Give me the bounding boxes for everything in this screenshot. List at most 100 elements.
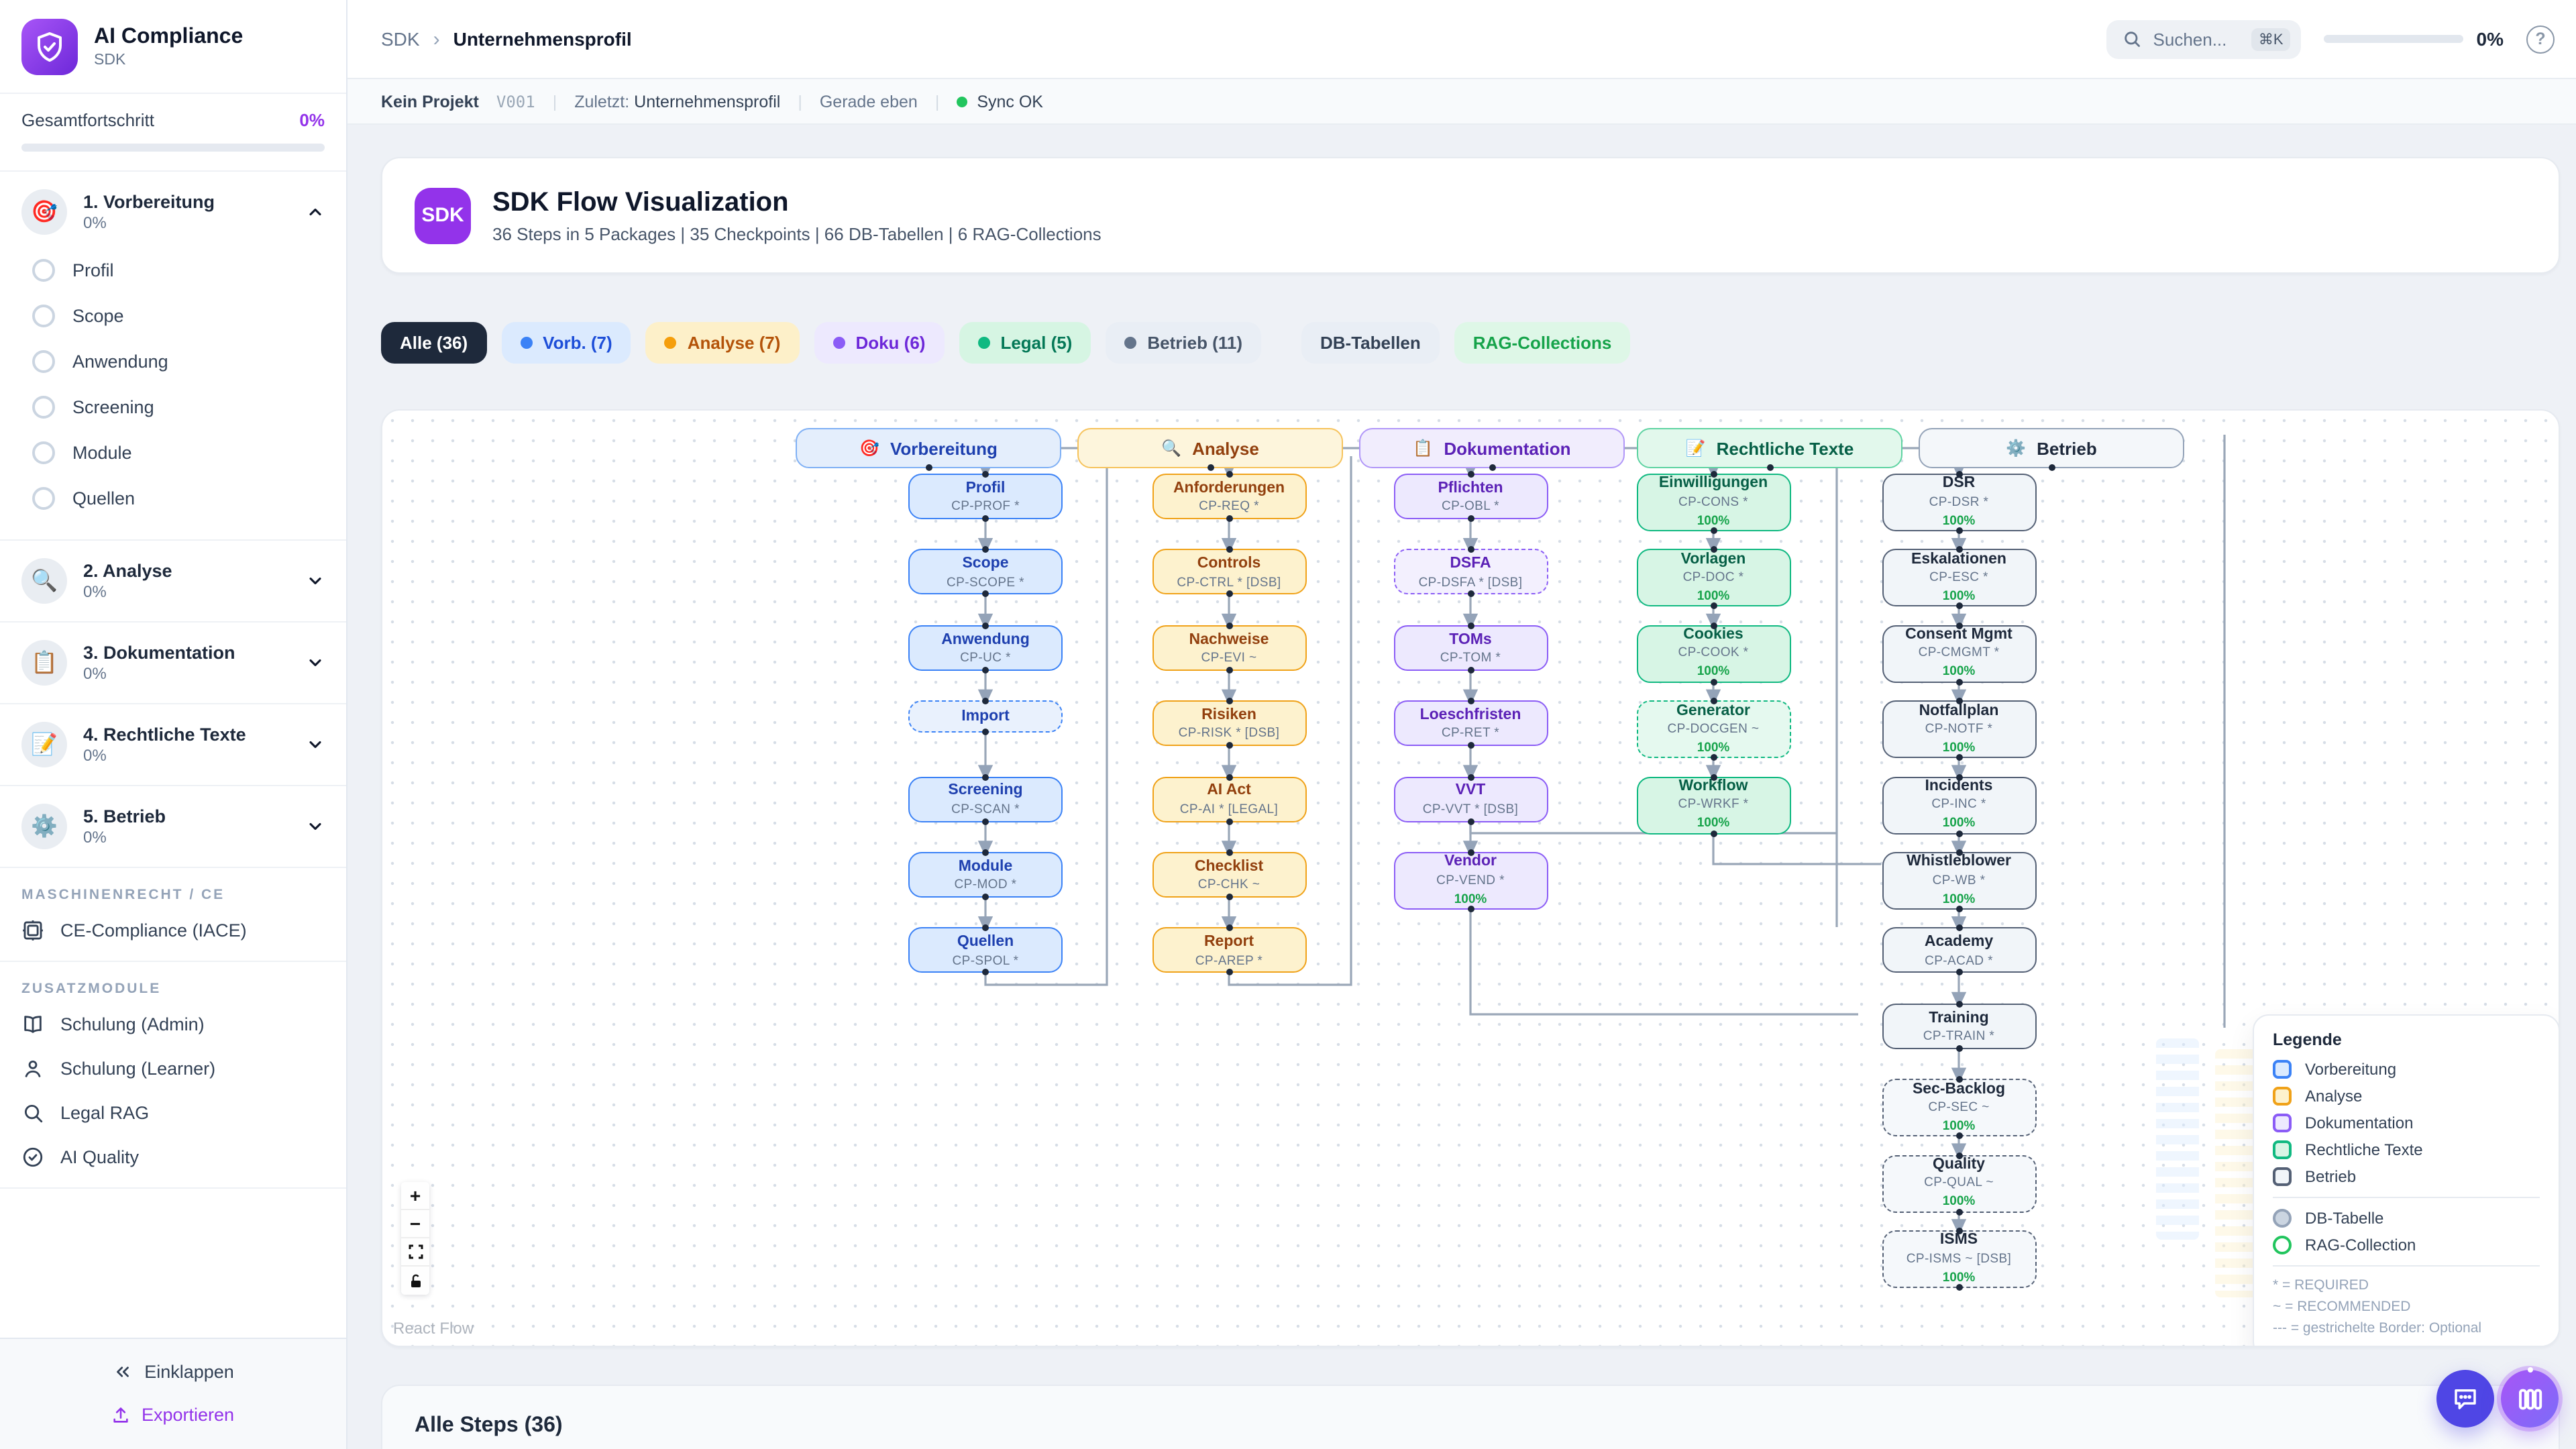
sidebar-item-legal-rag[interactable]: Legal RAG (0, 1091, 346, 1135)
breadcrumb-root[interactable]: SDK (381, 28, 420, 50)
node-title: Whistleblower (1907, 853, 2011, 870)
filter-chip-betrieb-11[interactable]: Betrieb (11) (1106, 322, 1261, 364)
app-logo-shield-icon (21, 19, 78, 75)
export-button[interactable]: Exportieren (99, 1397, 248, 1433)
filter-chip-analyse-7[interactable]: Analyse (7) (645, 322, 800, 364)
sidebar-item-ce-compliance-iace[interactable]: CE-Compliance (IACE) (0, 908, 346, 953)
fit-view-button[interactable] (401, 1238, 429, 1267)
sidebar-item-schulung-learner[interactable]: Schulung (Learner) (0, 1046, 346, 1091)
lock-button[interactable] (401, 1267, 429, 1295)
package-header-rechtliche-texte[interactable]: 📝Rechtliche Texte (1637, 428, 1902, 471)
node-code: CP-VVT * [DSB] (1422, 802, 1519, 817)
section-label: 3. Dokumentation (83, 643, 235, 663)
search-input[interactable]: Suchen... ⌘K (2106, 19, 2301, 58)
package-header-dokumentation[interactable]: 📋Dokumentation (1359, 428, 1625, 471)
chip-label: RAG-Collections (1472, 333, 1612, 353)
filter-chip-vorb-7[interactable]: Vorb. (7) (501, 322, 631, 364)
filter-chip-alle-36[interactable]: Alle (36) (381, 322, 487, 364)
package-header-betrieb[interactable]: ⚙️Betrieb (1919, 428, 2184, 471)
section-percent: 0% (83, 828, 107, 847)
columns-icon (2518, 1388, 2542, 1409)
sidebar-item-profil[interactable]: Profil (0, 247, 346, 292)
package-header-vorbereitung[interactable]: 🎯Vorbereitung (796, 428, 1061, 471)
search-icon (21, 1102, 44, 1124)
reactflow-attribution[interactable]: React Flow (393, 1319, 474, 1338)
node-code: CP-ISMS ~ [DSB] (1906, 1251, 2012, 1267)
package-header-analyse[interactable]: 🔍Analyse (1077, 428, 1343, 471)
legend-label: Betrieb (2305, 1167, 2357, 1186)
chat-fab-button[interactable] (2436, 1370, 2494, 1428)
step-label: Profil (72, 260, 114, 280)
zoom-out-button[interactable]: − (401, 1210, 429, 1238)
filter-chip-rag-collections[interactable]: RAG-Collections (1454, 322, 1631, 364)
sidebar-item-quellen[interactable]: Quellen (0, 475, 346, 521)
filter-chip-doku-6[interactable]: Doku (6) (814, 322, 945, 364)
node-progress-value: 100% (1697, 513, 1730, 529)
node-title: Loeschfristen (1419, 707, 1521, 723)
node-progress-value: 100% (1697, 740, 1730, 755)
flow-node-import[interactable]: Import (908, 698, 1063, 736)
filter-chip-db-tabellen[interactable]: DB-Tabellen (1301, 322, 1440, 364)
collapse-sidebar-button[interactable]: Einklappen (99, 1352, 248, 1391)
section-label: 1. Vorbereitung (83, 192, 215, 212)
5-betrieb-emoji-icon: ⚙️ (21, 804, 67, 849)
legend-label: DB-Tabelle (2305, 1209, 2384, 1228)
help-button[interactable]: ? (2526, 25, 2555, 53)
sidebar-item-anwendung[interactable]: Anwendung (0, 338, 346, 384)
sidebar-footer: Einklappen Exportieren (0, 1338, 346, 1449)
steps-panel: Alle Steps (36) (381, 1385, 2560, 1449)
filter-chip-legal-5[interactable]: Legal (5) (959, 322, 1091, 364)
sidebar-item-scope[interactable]: Scope (0, 292, 346, 338)
sidebar-item-ai-quality[interactable]: AI Quality (0, 1135, 346, 1179)
sidebar-item-module[interactable]: Module (0, 429, 346, 475)
main-area: SDK › Unternehmensprofil Suchen... ⌘K 0%… (347, 0, 2576, 1449)
package-name: Vorbereitung (890, 438, 998, 458)
sidebar-item-screening[interactable]: Screening (0, 384, 346, 429)
zoom-in-button[interactable]: + (401, 1182, 429, 1210)
columns-view-fab-button[interactable] (2501, 1367, 2559, 1428)
sidebar-item-schulung-admin[interactable]: Schulung (Admin) (0, 1002, 346, 1046)
legend-item-db-tabelle: DB-Tabelle (2273, 1209, 2540, 1228)
